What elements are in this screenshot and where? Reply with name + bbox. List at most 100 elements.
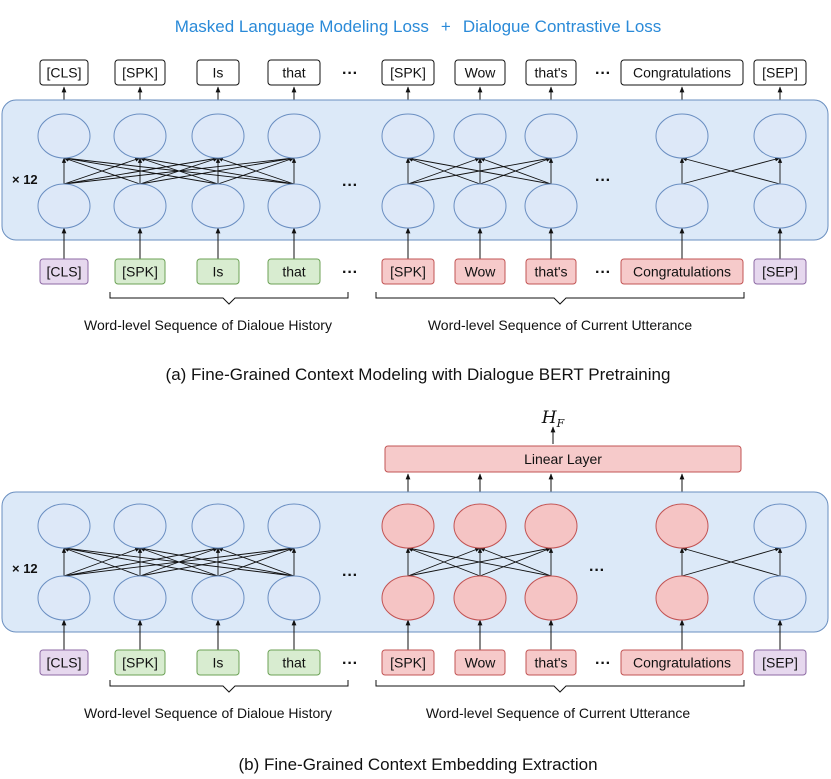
- encoder-node-bottom: [453, 183, 507, 229]
- encoder-node-bottom: [524, 183, 578, 229]
- output-token-9-label: [SEP]: [762, 65, 798, 81]
- attention-edge: [479, 547, 552, 577]
- input-token-1: [CLS]: [39, 649, 89, 676]
- attention-edge: [63, 546, 219, 577]
- encoder-node-bottom: [753, 183, 807, 229]
- input-token-4-label: that: [282, 264, 305, 280]
- attention-edge: [63, 156, 295, 185]
- encoder-node-top: [267, 113, 321, 159]
- encoder-node-top: [453, 503, 507, 549]
- input-token-6-label: Wow: [465, 655, 497, 671]
- attention-edge: [407, 156, 552, 185]
- input-token-3: Is: [196, 649, 240, 676]
- input-token-1-label: [CLS]: [46, 264, 81, 280]
- encoder-node-top: [191, 113, 245, 159]
- input-token-7-label: that's: [534, 264, 567, 280]
- input-token-9-label: [SEP]: [762, 264, 798, 280]
- encoder-node-bottom: [191, 183, 245, 229]
- ellipsis-encoder-a-right: ···: [595, 172, 611, 189]
- output-token-8: Congratulations: [620, 59, 744, 86]
- attention-edge: [63, 546, 295, 577]
- plus-sign: +: [441, 17, 451, 36]
- ellipsis-encoder-b-right: ···: [589, 562, 605, 579]
- sequence-braces-b: [109, 680, 745, 693]
- output-token-6-label: Wow: [465, 65, 497, 81]
- encoder-node-top: [113, 113, 167, 159]
- encoder-node-top: [453, 113, 507, 159]
- encoder-node-top: [267, 503, 321, 549]
- caption-a: (a) Fine-Grained Context Modeling with D…: [166, 365, 671, 384]
- input-token-2: [SPK]: [114, 649, 166, 676]
- ellipsis-input: ···: [342, 264, 358, 281]
- history-brace-b: [109, 680, 349, 693]
- ellipsis-output-right: ···: [595, 65, 611, 82]
- input-token-7: that's: [525, 649, 577, 676]
- input-token-7: that's: [525, 258, 577, 285]
- input-token-8: Congratulations: [620, 258, 744, 285]
- encoder-node-bottom: [381, 183, 435, 229]
- dcl-loss-label: Dialogue Contrastive Loss: [463, 17, 661, 36]
- input-token-9: [SEP]: [753, 258, 807, 285]
- encoder-node-bottom: [37, 183, 91, 229]
- current-brace-a: [375, 292, 745, 305]
- output-token-7: that's: [525, 59, 577, 86]
- history-sequence-label-a: Word-level Sequence of Dialoue History: [84, 317, 332, 333]
- attention-edge: [407, 547, 481, 577]
- output-token-2-label: [SPK]: [122, 65, 158, 81]
- encoder-node-top: [524, 503, 578, 549]
- input-token-5: [SPK]: [381, 649, 435, 676]
- ellipsis-encoder-b: ···: [342, 567, 358, 584]
- input-token-5-label: [SPK]: [390, 264, 426, 280]
- input-token-3: Is: [196, 258, 240, 285]
- sequence-braces-a: [109, 292, 745, 305]
- history-sequence-label-b: Word-level Sequence of Dialoue History: [84, 705, 332, 721]
- input-token-9-label: [SEP]: [762, 655, 798, 671]
- output-token-1: [CLS]: [39, 59, 89, 86]
- attention-edge: [681, 547, 781, 577]
- current-brace-b: [375, 680, 745, 693]
- encoder-node-top: [37, 503, 91, 549]
- encoder-node-top: [113, 503, 167, 549]
- encoder-node-top: [655, 503, 709, 549]
- encoder-nodes-a: [37, 113, 807, 229]
- input-token-3-label: Is: [213, 264, 224, 280]
- attention-edge: [217, 157, 295, 185]
- input-token-4-label: that: [282, 655, 305, 671]
- encoder-node-top: [655, 113, 709, 159]
- caption-b: (b) Fine-Grained Context Embedding Extra…: [238, 755, 597, 774]
- input-token-1: [CLS]: [39, 258, 89, 285]
- output-token-5-label: [SPK]: [390, 65, 426, 81]
- attention-edge: [63, 156, 219, 185]
- input-token-1-label: [CLS]: [46, 655, 81, 671]
- ellipsis-output: ···: [342, 65, 358, 82]
- attention-edges-b: [61, 546, 783, 650]
- output-token-4: that: [267, 59, 321, 86]
- linear-layer-label: Linear Layer: [524, 451, 602, 467]
- output-token-9: [SEP]: [753, 59, 807, 86]
- encoder-node-top: [191, 503, 245, 549]
- attention-edge: [217, 547, 295, 577]
- input-token-4: that: [267, 649, 321, 676]
- attention-edge: [407, 157, 481, 185]
- encoder-node-top: [37, 113, 91, 159]
- encoder-node-bottom: [655, 575, 709, 621]
- encoder-node-bottom: [191, 575, 245, 621]
- input-token-row-b: [CLS] [SPK] Is that [SPK] Wow that's Congratula…: [39, 649, 807, 676]
- mlm-loss-label: Masked Language Modeling Loss: [175, 17, 429, 36]
- attention-edge: [63, 547, 141, 577]
- encoder-node-bottom: [524, 575, 578, 621]
- input-token-2: [SPK]: [114, 258, 166, 285]
- ellipsis-encoder-a: ···: [342, 177, 358, 194]
- input-token-8-label: Congratulations: [633, 655, 731, 671]
- input-token-5-label: [SPK]: [390, 655, 426, 671]
- input-token-5: [SPK]: [381, 258, 435, 285]
- output-token-5: [SPK]: [381, 59, 435, 86]
- output-token-8-label: Congratulations: [633, 65, 731, 81]
- encoder-node-top: [381, 113, 435, 159]
- history-brace-a: [109, 292, 349, 305]
- output-token-4-label: that: [282, 65, 305, 81]
- output-token-2: [SPK]: [114, 59, 166, 86]
- input-token-2-label: [SPK]: [122, 655, 158, 671]
